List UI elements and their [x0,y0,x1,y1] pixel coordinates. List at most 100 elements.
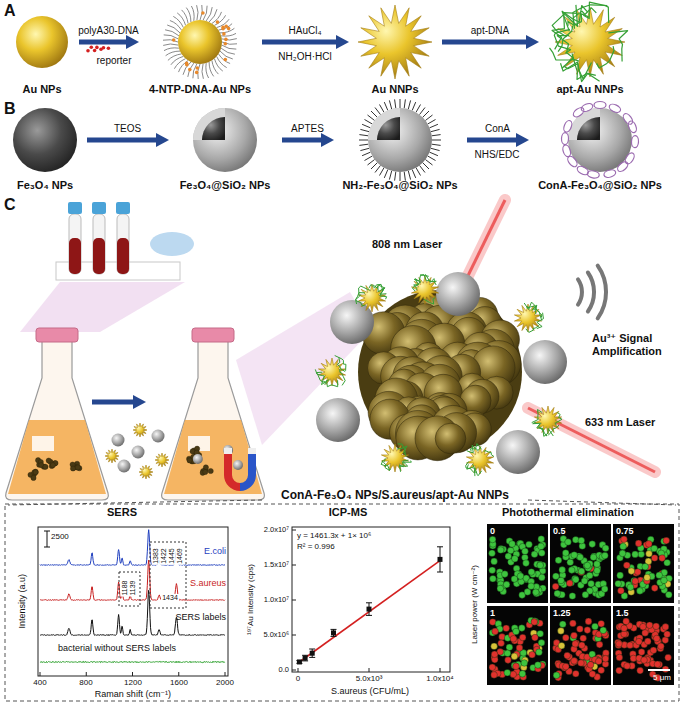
aptamer-strand [548,425,559,435]
nanostar [358,284,385,312]
amine-group [368,160,375,166]
cell [523,560,530,567]
arrow-head [156,133,169,147]
cell [491,672,498,679]
cell [497,547,504,554]
tick [86,672,87,676]
particle-stage: Au NNPs [350,4,440,96]
aptamer-strand [384,458,390,470]
cell [560,621,567,628]
arrow-shaft [467,138,519,143]
cell [578,569,585,576]
data-point [367,607,372,612]
cell [646,622,653,629]
cell [492,628,499,635]
scale-bar [648,669,670,671]
aptamer-strand [533,422,544,432]
cell [616,654,623,661]
cell [490,575,497,582]
cell [619,550,626,557]
amine-group [368,115,375,121]
node-label: Photothermal elimination [502,506,634,519]
aptamer-strand [572,53,600,81]
cell [503,625,510,632]
cell [590,554,597,561]
reporter-molecule [216,20,220,24]
cell [632,551,639,558]
cell [538,640,545,647]
dna-strand [186,8,191,22]
cell [621,625,628,632]
dna-strand [164,48,179,51]
cell [510,636,517,643]
cell [519,671,526,678]
aptamer-strand [359,286,370,295]
cell [491,558,498,565]
detail-frame [5,504,679,701]
cell [569,593,576,600]
data-point [438,557,443,562]
cell [559,567,566,574]
dna-strand [221,48,235,54]
cell [502,571,509,578]
cell [509,541,516,548]
amine-group [428,156,436,161]
particle-stage: Fe₃O₄@SiO₂ NPs [170,102,280,192]
reagent-label: HAuCl₄ [289,25,322,37]
bacterium [50,463,55,468]
cell [539,550,546,557]
bacterium [435,423,466,454]
cell [533,589,540,596]
cell [570,620,577,627]
amine-group [416,168,421,176]
scale-bar [44,531,50,532]
node-label: ICP-MS [329,506,368,519]
shell-cutaway [193,108,225,140]
blood-sample [93,238,105,274]
cell [512,555,519,562]
cell [531,551,538,558]
dna-strand [222,45,237,49]
dna-strand [206,7,212,21]
cell [528,569,535,576]
amine-group [412,102,416,110]
bacterium [203,469,208,474]
cell [571,658,578,665]
cell [592,623,599,630]
cell [637,667,644,674]
peak-label: 1434 [161,594,179,602]
amine-group [395,99,396,108]
reagent-label: polyA30-DNA [78,25,139,37]
cell [572,641,579,648]
amine-group [380,105,385,113]
arrow-head [321,133,334,147]
laser-label: 808 nm Laser [372,238,442,251]
aptamer-strand [552,5,577,37]
cell [653,623,660,630]
amine-group [389,171,391,180]
cell [632,578,639,585]
spectrum-trace [40,661,225,662]
node-label: ConA-Fe₃O₄ NPs/S.aureus/apt-Au NNPs [281,488,509,502]
cona-protein [561,132,568,144]
particle-stage: ConA-Fe₃O₄@SiO₂ NPs [530,102,670,192]
tick-label: 1600 [170,678,188,687]
cell [596,641,603,648]
arrow-shaft [79,40,129,45]
cell [491,643,498,650]
cell [497,585,504,592]
flask-label [188,436,210,451]
spectrum-trace [40,590,225,635]
cell [654,661,661,668]
dna-strand [166,51,180,56]
cell [504,669,511,676]
amine-group [359,140,368,141]
cell [511,653,518,660]
cell [578,568,585,575]
tick [292,565,296,566]
laser-label: 633 nm Laser [585,416,655,429]
reporter-dot [102,46,106,50]
aptamer-strand [597,46,614,68]
amine-group [423,163,429,169]
particle-stage: 4-NTP-DNA-Au NPs [140,4,260,96]
